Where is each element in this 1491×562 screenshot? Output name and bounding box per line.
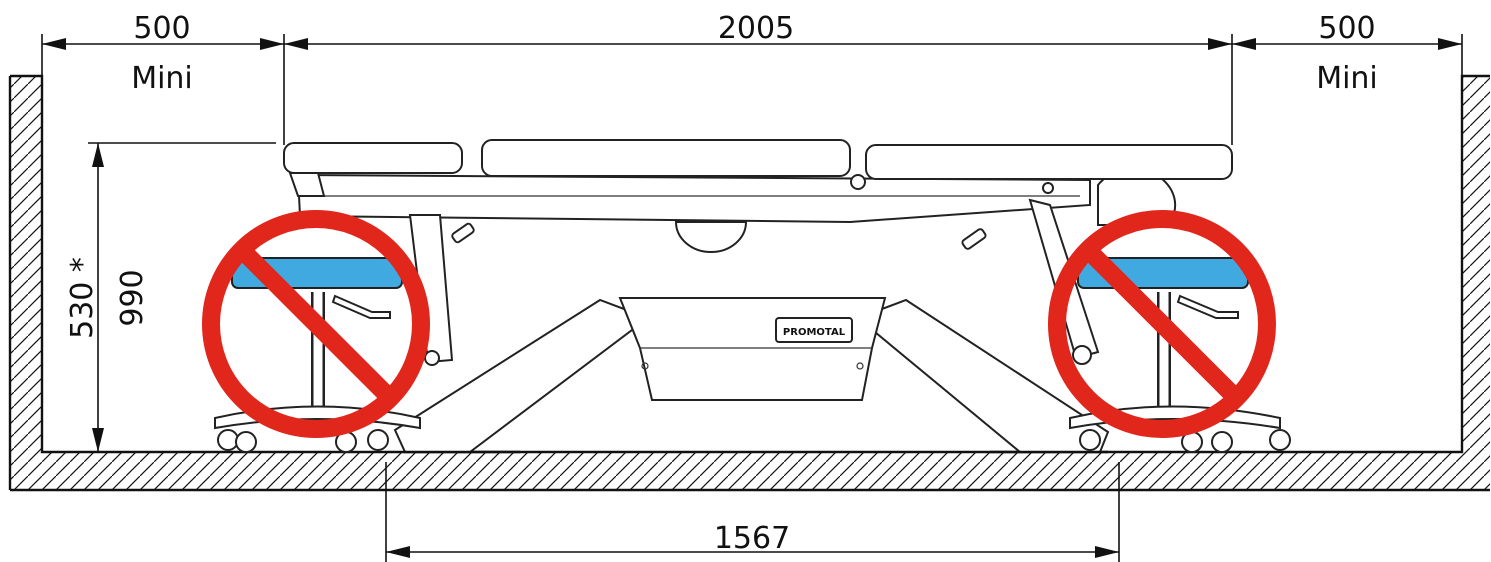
stool-right-caster-3 (1211, 431, 1233, 453)
scissor-arm-left (393, 298, 651, 453)
stool-right-caster-1 (1079, 429, 1101, 451)
arrow-right-clearance-a (1232, 38, 1256, 50)
treatment-table: PROMOTAL (283, 139, 1233, 454)
stool-right-caster-4 (1269, 429, 1291, 451)
height-dimension (88, 142, 276, 452)
left-clearance-value: 500 (133, 11, 190, 46)
arrow-height-bottom (92, 428, 104, 452)
max-height-value: 990 (115, 269, 150, 326)
arrow-base-right (1095, 546, 1119, 558)
arrow-table-length-b (1208, 38, 1232, 50)
stool-left-lever (331, 294, 391, 319)
no-entry-icon (202, 210, 430, 438)
knob-right (961, 228, 987, 250)
arrow-right-clearance-b (1438, 38, 1462, 50)
room-inner-outline (10, 74, 1490, 454)
table-length-value: 2005 (718, 11, 794, 46)
stool-right-lever (1176, 294, 1239, 319)
joint-center (850, 174, 866, 190)
right-clearance-value: 500 (1318, 11, 1375, 46)
head-cushion-bracket (288, 172, 326, 197)
foot-cushion (865, 144, 1233, 180)
arrow-height-top (92, 143, 104, 167)
brand-plate (775, 317, 853, 343)
right-clearance-note: Mini (1316, 61, 1378, 96)
knob-left (451, 222, 475, 244)
stool-left-caster-4 (367, 429, 389, 451)
min-height-value: 530 * (65, 257, 100, 339)
floor-hatch (10, 452, 1490, 490)
pivot-right (1072, 345, 1092, 365)
base-dimension (385, 462, 1120, 562)
lift-bolt-right (856, 362, 864, 370)
no-entry-icon (1048, 210, 1276, 438)
stool-left-caster-2 (235, 431, 257, 453)
center-cushion (481, 139, 851, 177)
arrow-left-clearance-b (260, 38, 284, 50)
scissor-arm-right (856, 298, 1110, 453)
left-clearance-note: Mini (131, 61, 193, 96)
room-walls (8, 74, 1490, 492)
motor-disc (674, 221, 748, 253)
pivot-left (424, 350, 440, 366)
head-cushion (283, 142, 463, 174)
left-wall-hatch (10, 76, 42, 452)
lift-housing (618, 297, 887, 401)
arrow-left-clearance-a (42, 38, 66, 50)
right-wall-hatch (1462, 76, 1490, 452)
joint-foot (1042, 182, 1054, 194)
arrow-table-length-a (284, 38, 308, 50)
top-dimension-lines (41, 34, 1463, 145)
arrow-base-left (386, 546, 410, 558)
stool-left-caster-1 (217, 429, 239, 451)
lift-bolt-left (641, 362, 649, 370)
base-length-value: 1567 (714, 521, 790, 556)
brand-label: PROMOTAL (783, 327, 846, 338)
